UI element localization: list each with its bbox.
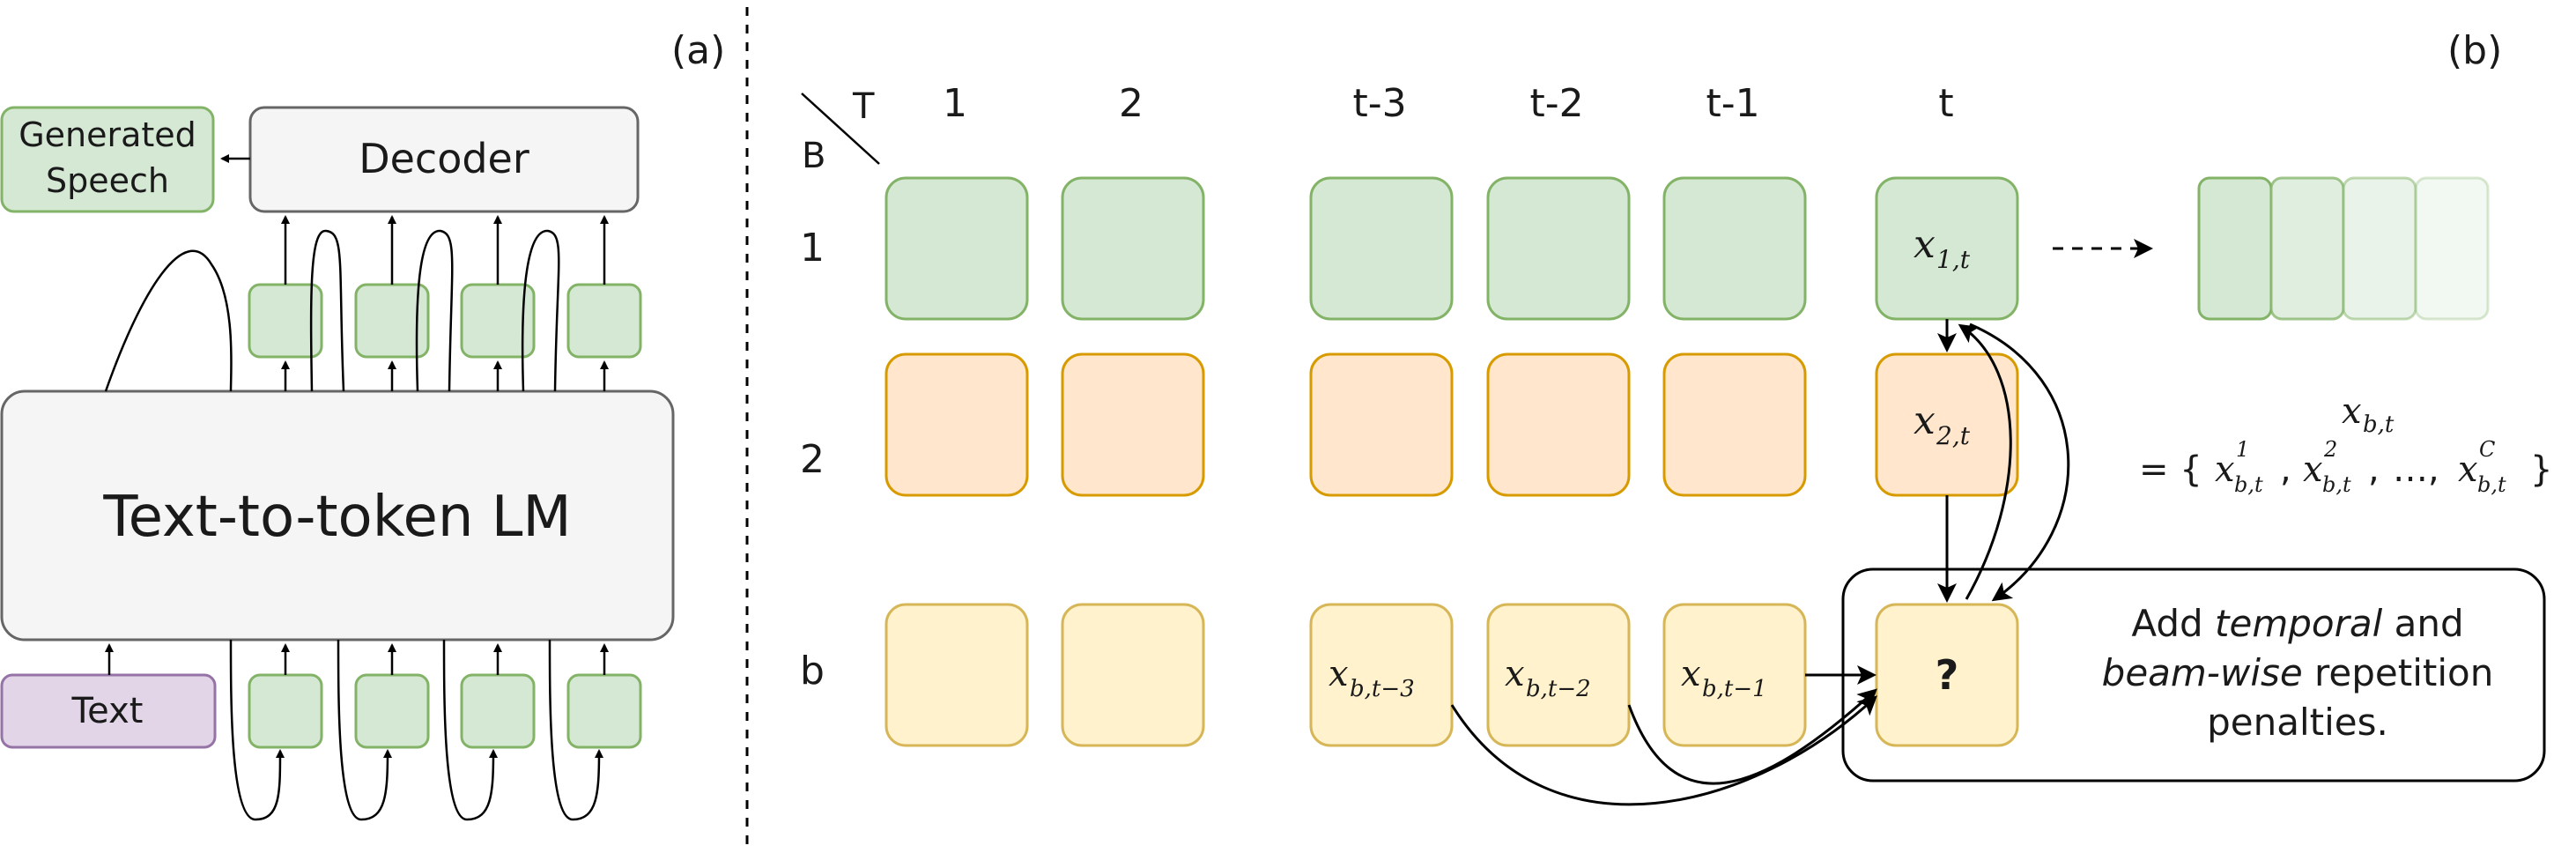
eq-subC: b,t [2477, 472, 2506, 497]
x2t-main: x [1913, 398, 1936, 443]
eq-sub1: b,t [2234, 472, 2263, 497]
stack-cell-2 [2269, 176, 2345, 321]
row-label-2: 2 [800, 437, 825, 482]
panel-b-label: (b) [2447, 28, 2502, 73]
lm-to-top-token-arrows [281, 360, 609, 391]
cell-rb-c4 [1486, 603, 1631, 747]
eq-sub2: b,t [2322, 472, 2351, 497]
cell-r1-c5 [1662, 176, 1807, 321]
eq-sup1: 1 [2236, 437, 2249, 462]
note-line-2: beam-wise repetition [2102, 651, 2494, 694]
stack-cell-4 [2414, 176, 2490, 321]
x1t-main: x [1913, 222, 1936, 267]
eq-x2: x [2303, 449, 2323, 490]
bottom-token-4 [566, 673, 642, 749]
cell-r2-c3 [1309, 352, 1454, 497]
eq-sup2: 2 [2323, 437, 2337, 462]
eq-dots: …, [2393, 449, 2439, 490]
stack-cell-3 [2342, 176, 2417, 321]
row-label-1: 1 [800, 226, 825, 271]
eq-close: } [2530, 449, 2552, 490]
cell-r2-c2 [1061, 352, 1205, 497]
eq-top-main: x [2342, 391, 2362, 432]
col-header-1: 1 [943, 81, 967, 126]
note-line-1: Add temporal and [2131, 602, 2463, 645]
corner-b-label: B [802, 136, 825, 176]
eq-top-sub: b,t [2363, 412, 2395, 438]
xb3-main: x [1329, 654, 1349, 694]
bottom-token-2 [354, 673, 430, 749]
xb2-sub: b,t−2 [1526, 676, 1591, 702]
panel-a: (a) Decoder Generated Speech Text-to-tok… [0, 28, 725, 821]
cell-r1-c1 [885, 176, 1029, 321]
bottom-token-1 [248, 673, 323, 749]
eq-xC: x [2458, 449, 2478, 490]
row-label-b: b [800, 649, 825, 694]
cell-r2-c4 [1486, 352, 1631, 497]
bottom-token-to-lm-arrows [281, 643, 609, 675]
autoregressive-top-loops [104, 229, 560, 392]
col-header-t-1: t-1 [1706, 81, 1759, 126]
cell-rb-c2 [1061, 603, 1205, 747]
cell-r2-c1 [885, 352, 1029, 497]
col-header-t-3: t-3 [1352, 81, 1406, 126]
cell-rb-ct [1875, 603, 2019, 747]
corner-diagonal [801, 93, 880, 165]
xb1-main: x [1681, 654, 1701, 694]
xb1-sub: b,t−1 [1702, 676, 1767, 702]
eq-comma1: , [2280, 449, 2291, 490]
decoder-label: Decoder [359, 135, 529, 182]
autoregressive-bottom-loops [229, 639, 603, 821]
lm-label: Text-to-token LM [102, 485, 571, 550]
col-header-t-2: t-2 [1529, 81, 1583, 126]
cell-rb-c3 [1309, 603, 1454, 747]
generated-speech-box [0, 106, 215, 213]
generated-speech-line1: Generated [19, 115, 196, 154]
xb3-sub: b,t−3 [1350, 676, 1415, 702]
panel-b: (b) T B 1 2 t-3 t-2 t-1 t 1 2 b x 1,t x … [800, 28, 2552, 806]
cell-r1-c2 [1061, 176, 1205, 321]
top-token-4 [566, 283, 642, 359]
eq-comma2: , [2368, 449, 2380, 490]
col-header-t: t [1938, 81, 1953, 126]
eq-x1: x [2215, 449, 2235, 490]
corner-t-label: T [852, 86, 875, 127]
top-token-to-decoder-arrows [281, 215, 609, 285]
eq-supC: C [2479, 437, 2495, 462]
cell-rb-c1 [885, 603, 1029, 747]
eq-open: = { [2139, 449, 2202, 490]
note-line-3: penalties. [2207, 701, 2388, 744]
panel-a-label: (a) [671, 28, 725, 73]
xb2-main: x [1505, 654, 1525, 694]
x1t-sub: 1,t [1936, 245, 1971, 274]
cell-r1-c4 [1486, 176, 1631, 321]
bottom-token-3 [460, 673, 536, 749]
x2t-sub: 2,t [1936, 421, 1971, 450]
col-header-2: 2 [1119, 81, 1144, 126]
text-label: Text [71, 691, 144, 731]
generated-speech-line2: Speech [46, 161, 169, 200]
question-mark: ? [1936, 651, 1959, 699]
cell-r2-c5 [1662, 352, 1807, 497]
stack-cell-1 [2197, 176, 2273, 321]
cell-r1-c3 [1309, 176, 1454, 321]
penalty-arrows [1450, 319, 2070, 806]
